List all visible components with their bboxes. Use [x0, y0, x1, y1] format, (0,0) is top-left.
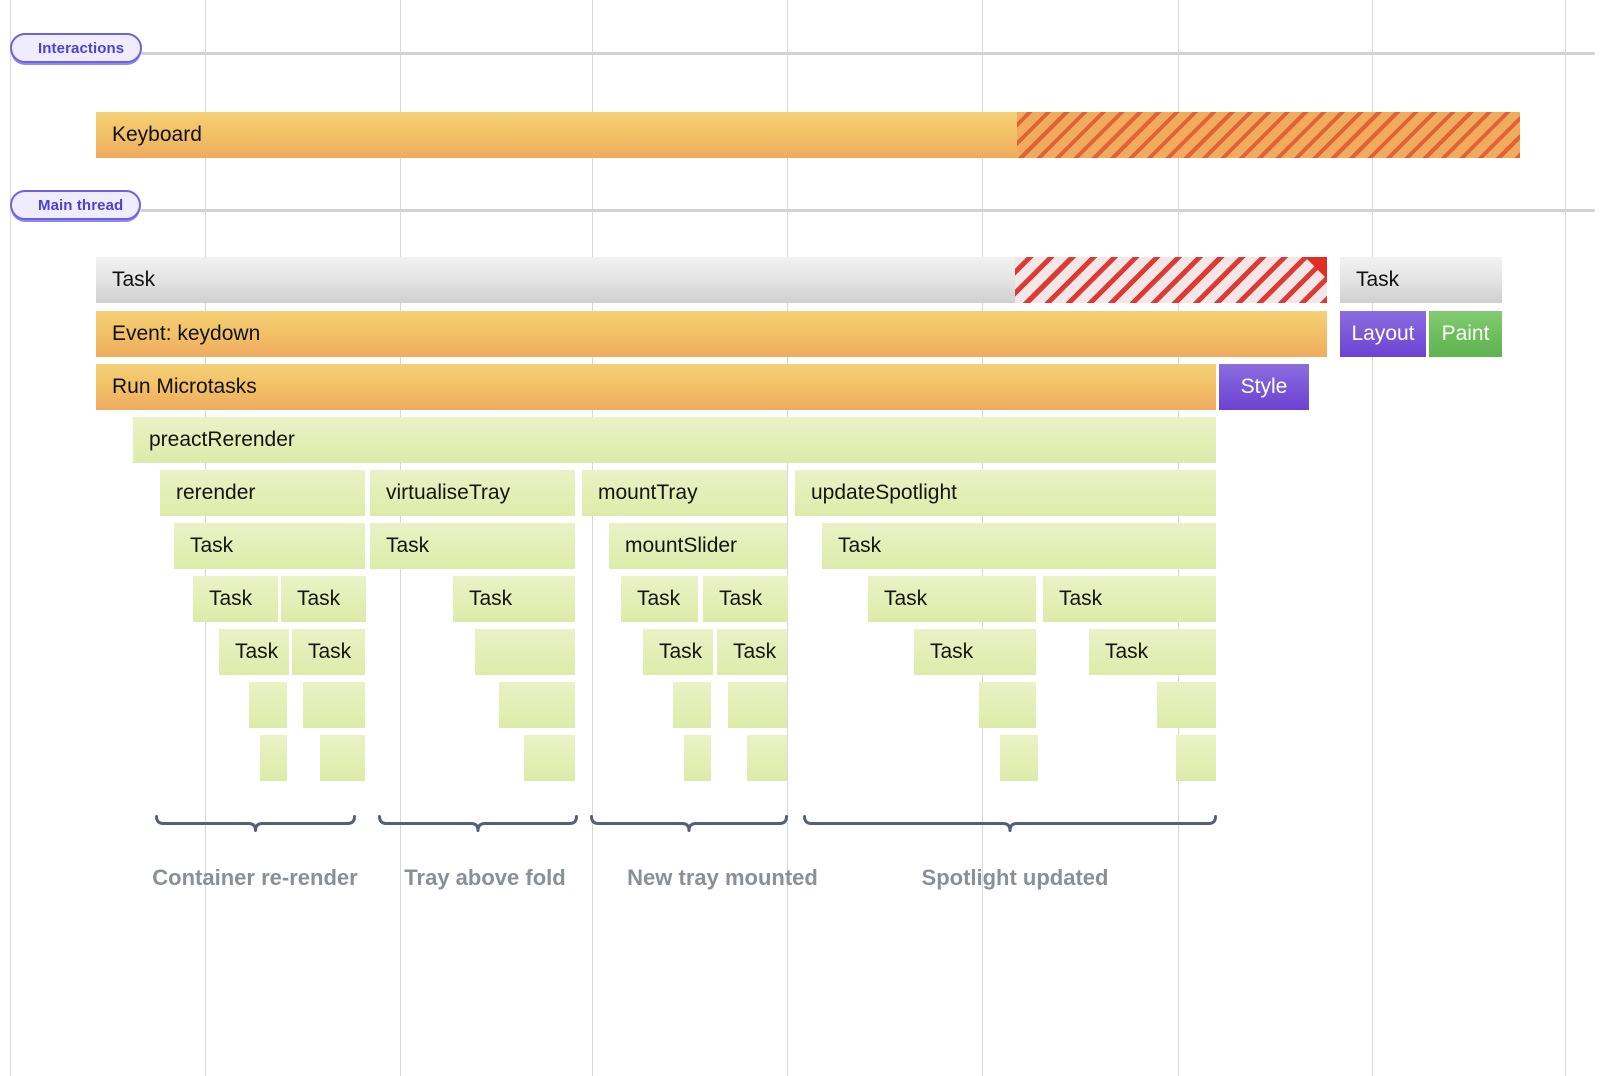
track-pill-main-thread[interactable]: Main thread [10, 190, 142, 220]
track-rule-main-thread [140, 209, 1595, 212]
brace-tray-above-fold [378, 815, 578, 841]
brace-spotlight-updated [803, 815, 1217, 841]
annotation-caption-tray-above-fold: Tray above fold [404, 865, 566, 890]
bar-task-m4[interactable]: Task [643, 629, 713, 675]
annotation-caption-container-re-render: Container re-render [152, 865, 358, 890]
bar-virtualise-tray[interactable]: virtualiseTray [370, 470, 575, 516]
bar-task-s5[interactable] [728, 682, 787, 728]
bar-task-t7[interactable] [1176, 735, 1216, 781]
bar-task-s3[interactable] [499, 682, 575, 728]
bar-paint[interactable]: Paint [1429, 311, 1502, 357]
bar-task-t3[interactable] [524, 735, 575, 781]
gridline-3 [592, 0, 593, 1076]
bar-event-keydown[interactable]: Event: keydown [96, 311, 1327, 357]
gridline-0 [10, 0, 11, 1076]
bar-task-rerender[interactable]: Task [174, 523, 365, 569]
bar-task-t5[interactable] [747, 735, 787, 781]
bar-task-s6[interactable] [979, 682, 1036, 728]
bar-task-t6[interactable] [1000, 735, 1038, 781]
annotation-caption-new-tray-mounted: New tray mounted [627, 865, 818, 890]
bar-task-m7[interactable]: Task [1089, 629, 1216, 675]
bar-layout[interactable]: Layout [1340, 311, 1426, 357]
bar-task-m5[interactable]: Task [717, 629, 787, 675]
bar-task-s1[interactable] [249, 682, 287, 728]
bar-task-m2[interactable]: Task [292, 629, 365, 675]
bar-task-l5[interactable]: Task [703, 576, 788, 622]
bar-task-m6[interactable]: Task [914, 629, 1036, 675]
brace-new-tray-mounted [590, 815, 788, 841]
bar-task-s2[interactable] [303, 682, 365, 728]
bar-keyboard[interactable]: Keyboard [96, 112, 1520, 158]
gridline-8 [1565, 0, 1566, 1076]
bar-task-m1[interactable]: Task [219, 629, 289, 675]
bar-mount-slider[interactable]: mountSlider [609, 523, 787, 569]
bar-mount-tray[interactable]: mountTray [582, 470, 787, 516]
bar-task-root[interactable]: Task [96, 257, 1327, 303]
bar-style[interactable]: Style [1219, 364, 1309, 410]
bar-task-s7[interactable] [1157, 682, 1216, 728]
bar-task-t1[interactable] [260, 735, 287, 781]
bar-task-t4[interactable] [684, 735, 711, 781]
bar-task-l2[interactable]: Task [281, 576, 366, 622]
brace-container-re-render [155, 815, 356, 841]
bar-preact-rerender[interactable]: preactRerender [133, 417, 1216, 463]
bar-task-l3[interactable]: Task [453, 576, 575, 622]
bar-task-s4[interactable] [673, 682, 711, 728]
bar-run-microtasks[interactable]: Run Microtasks [96, 364, 1216, 410]
bar-rerender[interactable]: rerender [160, 470, 365, 516]
bar-task-m3[interactable] [475, 629, 575, 675]
bar-task-t2[interactable] [320, 735, 365, 781]
gridline-7 [1372, 0, 1373, 1076]
bar-task-virtualise[interactable]: Task [370, 523, 575, 569]
bar-task-l7[interactable]: Task [1043, 576, 1216, 622]
bar-update-spotlight[interactable]: updateSpotlight [795, 470, 1216, 516]
bar-task-right[interactable]: Task [1340, 257, 1502, 303]
bar-task-l6[interactable]: Task [868, 576, 1036, 622]
annotation-caption-spotlight-updated: Spotlight updated [921, 865, 1109, 890]
gridline-4 [787, 0, 788, 1076]
bar-task-l4[interactable]: Task [621, 576, 698, 622]
track-rule-interactions [140, 52, 1595, 55]
track-pill-interactions[interactable]: Interactions [10, 33, 143, 63]
bar-task-spotlight[interactable]: Task [822, 523, 1216, 569]
bar-task-l1[interactable]: Task [193, 576, 278, 622]
warning-flag-icon [1305, 257, 1327, 279]
